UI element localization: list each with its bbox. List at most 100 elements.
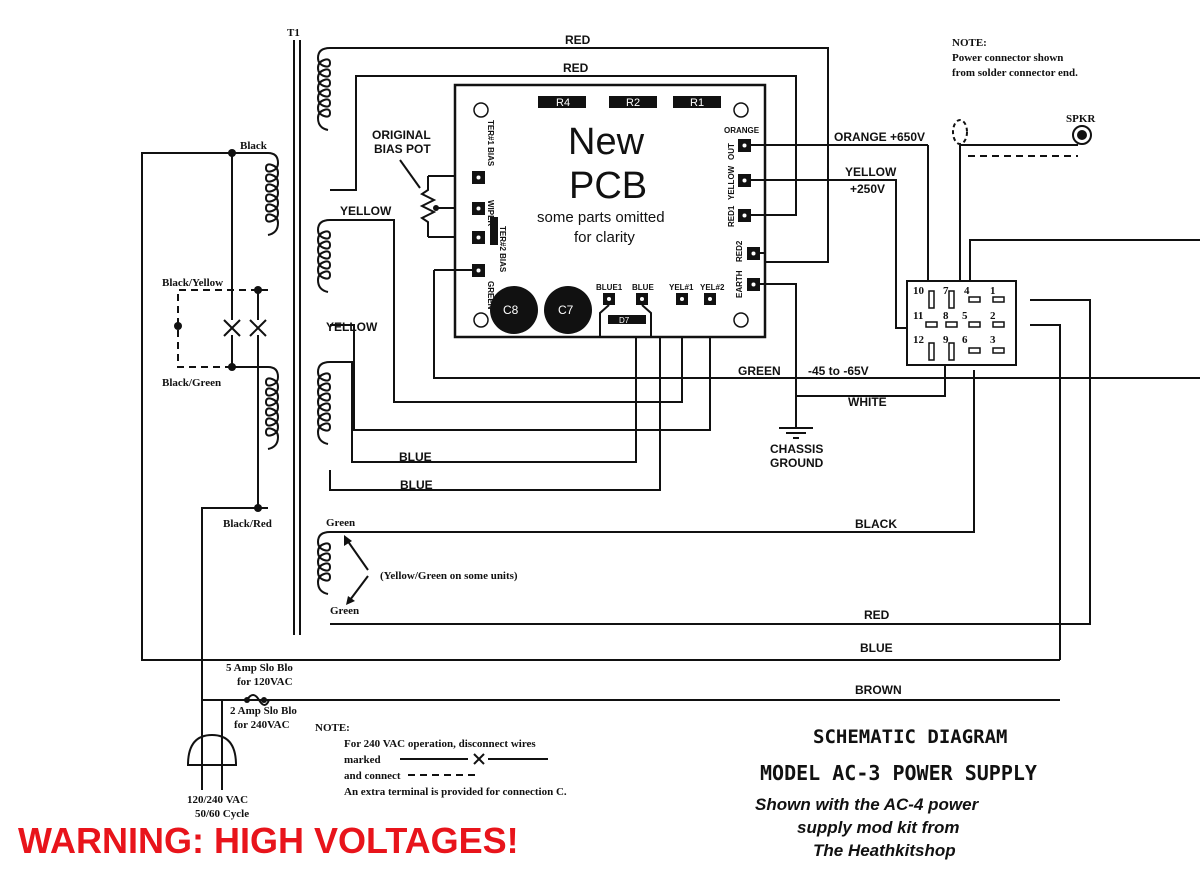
primary-winding-lower (264, 366, 280, 450)
note-top-title: NOTE: (952, 37, 987, 49)
bias-pot-label-2: BIAS POT (374, 142, 431, 156)
svg-text:5: 5 (962, 310, 968, 322)
label-wiper: WIPER (486, 200, 495, 226)
transformer-core (293, 40, 301, 635)
svg-text:10: 10 (913, 285, 925, 297)
wire-label-yellow-2: YELLOW (326, 320, 378, 334)
wire-label-red-second: RED (563, 61, 589, 75)
wire-label-yellow-1: YELLOW (340, 204, 392, 218)
resistor-r4: R4 (538, 96, 586, 109)
terminal-green (472, 264, 485, 277)
primary-winding-upper (264, 152, 280, 236)
wire-label-yellow-out: YELLOW (845, 165, 897, 179)
mounting-hole-tl (473, 102, 489, 118)
capacitor-c7: C7 (544, 286, 592, 334)
title-line1: SCHEMATIC DIAGRAM (813, 726, 1007, 748)
label-blue: BLUE (632, 283, 654, 292)
lv-secondary-winding (316, 361, 332, 445)
fuse-icon (244, 694, 270, 706)
fuse-label-1: 5 Amp Slo Blo (226, 662, 293, 674)
terminal-wiper (472, 202, 485, 215)
transformer-label: T1 (287, 27, 300, 39)
mounting-hole-tr (733, 102, 749, 118)
title-line4: supply mod kit from (797, 818, 959, 837)
cut-mark-x1 (223, 319, 241, 337)
cut-mark-x2 (249, 319, 267, 337)
wire-label-brown: BROWN (855, 683, 902, 697)
terminal-red1 (738, 209, 751, 222)
connector-pin-numbers: 1 2 3 4 5 6 7 8 9 10 11 12 (913, 285, 996, 346)
wire-label-white: WHITE (848, 395, 887, 409)
svg-text:9: 9 (943, 334, 949, 346)
svg-text:12: 12 (913, 334, 925, 346)
warning-text: WARNING: HIGH VOLTAGES! (18, 820, 519, 861)
label-out: OUT (727, 143, 736, 160)
bias-secondary-winding (316, 219, 332, 293)
pcb-subtitle-line1: some parts omitted (537, 209, 665, 226)
legend-solid-x (400, 753, 548, 765)
speaker-jack-icon (1072, 125, 1092, 145)
svg-text:R2: R2 (626, 97, 640, 109)
label-d7: D7 (619, 316, 630, 325)
label-black: Black (240, 140, 268, 152)
terminal-ter2-bias (472, 231, 485, 244)
label-black-red: Black/Red (223, 518, 272, 530)
earth-lead (760, 283, 797, 355)
wire-label-blue-2: BLUE (400, 478, 433, 492)
secondary-wiring (329, 47, 1200, 660)
svg-text:C8: C8 (503, 303, 519, 317)
resistor-r2: R2 (609, 96, 657, 109)
note-bottom-line3: and connect (344, 770, 401, 782)
label-yellow-terminal: YELLOW (727, 165, 736, 200)
filament-note: (Yellow/Green on some units) (380, 570, 518, 582)
terminal-earth (747, 278, 760, 291)
fuse-label-4: for 240VAC (234, 719, 290, 731)
wire-label-yellow-volt: +250V (850, 182, 885, 196)
label-red2: RED2 (735, 240, 744, 262)
note-top-line2: from solder connector end. (952, 67, 1078, 79)
label-orange-terminal: ORANGE (724, 126, 760, 135)
primary-wiring (141, 149, 1060, 701)
label-ter1-bias: TER#1 BIAS (486, 120, 495, 167)
svg-text:8: 8 (943, 310, 949, 322)
note-bottom-title: NOTE: (315, 722, 350, 734)
svg-text:2: 2 (990, 310, 996, 322)
ground-label-1: CHASSIS (770, 442, 823, 456)
wire-label-red-bottom: RED (864, 608, 890, 622)
note-bottom-line2: marked (344, 754, 381, 766)
svg-text:6: 6 (962, 334, 968, 346)
label-black-green: Black/Green (162, 377, 221, 389)
ground-label-2: GROUND (770, 456, 824, 470)
label-yel1: YEL#1 (669, 283, 694, 292)
bias-pot-leader (399, 159, 421, 189)
label-earth: EARTH (735, 270, 744, 298)
diode-d7 (608, 315, 646, 324)
mounting-hole-br (733, 312, 749, 328)
title-line5: The Heathkitshop (813, 841, 956, 860)
note-bottom-line4: An extra terminal is provided for connec… (344, 786, 567, 798)
note-top-line1: Power connector shown (952, 52, 1063, 64)
ground-icon (779, 427, 813, 439)
filament-label-green-bottom: Green (330, 605, 359, 617)
ac-plug-icon (186, 700, 238, 790)
svg-text:7: 7 (943, 285, 949, 297)
wire-label-blue-bottom: BLUE (860, 641, 893, 655)
terminal-red2 (747, 247, 760, 260)
bias-pot-label-1: ORIGINAL (372, 128, 431, 142)
resistor-r1: R1 (673, 96, 721, 109)
title-line2: MODEL AC-3 POWER SUPPLY (760, 761, 1037, 785)
svg-text:C7: C7 (558, 303, 574, 317)
pcb-title-line1: New (568, 121, 645, 163)
dashed-240v-jumper (177, 289, 258, 368)
shield-icon (952, 119, 968, 145)
terminal-yel1 (676, 293, 688, 305)
svg-text:4: 4 (964, 285, 970, 297)
title-line3: Shown with the AC-4 power (755, 795, 980, 814)
svg-text:11: 11 (913, 310, 923, 322)
terminal-blue1 (603, 293, 615, 305)
svg-text:3: 3 (990, 334, 996, 346)
label-blue1: BLUE1 (596, 283, 623, 292)
wire-label-blue-1: BLUE (399, 450, 432, 464)
label-green-terminal: GREEN (486, 281, 495, 310)
